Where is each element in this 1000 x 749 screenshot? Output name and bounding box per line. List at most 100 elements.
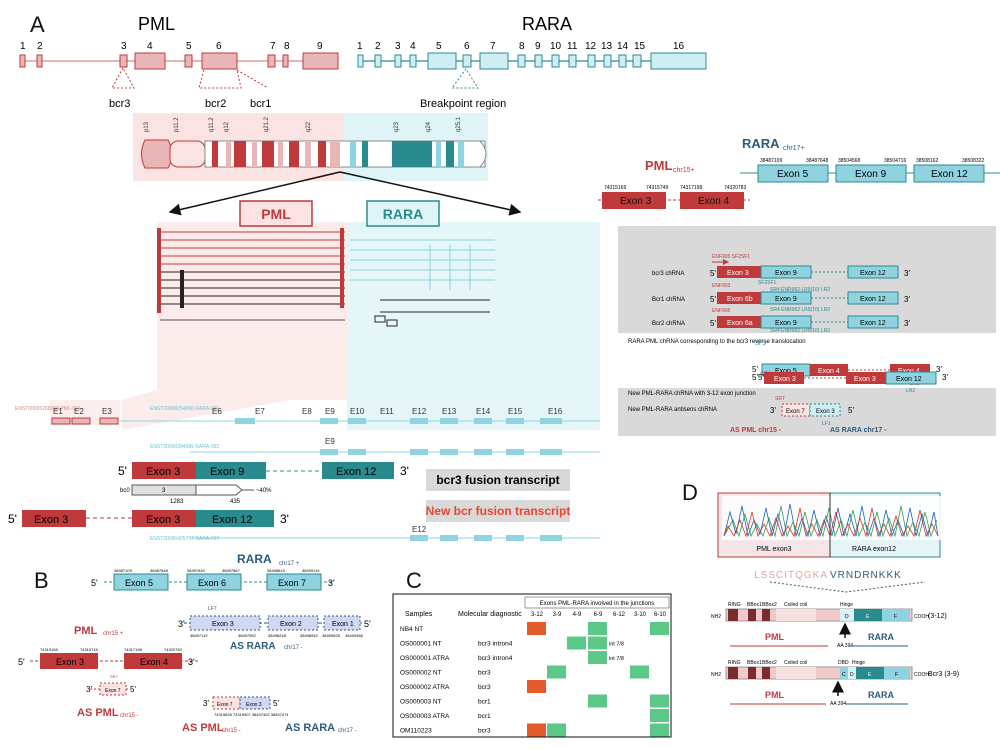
svg-text:Exon 6b: Exon 6b [727, 296, 753, 303]
svg-text:3': 3' [942, 373, 948, 382]
antisense-chrna: New PML-RARA antisens chRNA SR7 3' 5' Ex… [628, 396, 854, 427]
svg-text:BBox2: BBox2 [762, 602, 777, 608]
p1-pml: PML [765, 632, 785, 642]
svg-text:38497867: 38497867 [222, 568, 241, 573]
svg-text:5: 5 [436, 41, 442, 52]
svg-text:5': 5' [752, 365, 758, 374]
svg-text:Exon 12: Exon 12 [931, 169, 968, 180]
svg-text:10: 10 [550, 41, 562, 52]
c-junction-cell [547, 723, 566, 737]
svg-text:Exon 12: Exon 12 [896, 376, 922, 383]
panel-a-letter: A [30, 12, 45, 37]
right-as-pml: AS PML chr15 - [730, 427, 782, 434]
svg-text:Exon 4: Exon 4 [698, 196, 730, 207]
svg-text:F: F [895, 672, 898, 678]
fusion1-exon12: Exon 12 [336, 466, 376, 478]
c-junction-header: 4-9 [573, 612, 582, 618]
bcr3-label: bcr3 [109, 98, 130, 110]
svg-text:E8: E8 [302, 407, 312, 416]
svg-text:RING: RING [728, 602, 741, 608]
b-pml-coords: 74315169 74315749 74317198 74320783 [40, 647, 183, 652]
protein-diagram-1 [725, 608, 913, 622]
c-sample: OS000003 ATRA [400, 713, 450, 720]
d-seq-pml: LSSCITQGKA [754, 570, 828, 581]
c-diagnostic: bcr1 [478, 713, 491, 720]
c-diagnostic: bcr3 [478, 728, 491, 735]
rara-zoom-region [347, 222, 600, 430]
svg-text:Exon 4: Exon 4 [818, 368, 840, 375]
svg-text:38487648: 38487648 [150, 568, 169, 573]
svg-text:435: 435 [230, 499, 241, 505]
svg-text:Exon 12: Exon 12 [860, 270, 886, 277]
c-junction-header: 6-12 [613, 612, 626, 618]
b-rara-five: 5' [91, 578, 98, 588]
svg-text:BBox2: BBox2 [762, 660, 777, 666]
svg-text:5': 5' [710, 295, 716, 304]
c-cell-note: int 7/8 [609, 656, 624, 662]
p2-domain-labels: RING BBox1 BBox2 Coiled coil DBD Hinge C… [728, 660, 898, 678]
svg-text:LF1: LF1 [822, 421, 831, 427]
svg-text:38504716: 38504716 [884, 158, 906, 164]
svg-text:BBox1: BBox1 [747, 602, 762, 608]
pml-gene-structure [19, 52, 339, 70]
svg-text:14: 14 [617, 41, 629, 52]
svg-text:E12: E12 [412, 407, 427, 416]
svg-text:E1: E1 [53, 407, 63, 416]
p2-cooh: COOH [914, 672, 929, 678]
new-label-box [426, 500, 570, 522]
rara-box-label: RARA [383, 206, 423, 222]
svg-text:DBD: DBD [838, 660, 849, 666]
svg-text:38487109: 38487109 [114, 568, 133, 573]
pml-transcript-id: ENST00000268058 PML-001 [15, 406, 81, 412]
rara-gene-title: RARA [522, 14, 572, 34]
pml-gene-title: PML [138, 14, 175, 34]
b-rara-coords: 38487109 38487648 38497640 38497867 3849… [114, 568, 320, 573]
d-seq-rara: VRNDRNKKK [830, 570, 902, 581]
c-sample: OS000003 NT [400, 699, 442, 706]
svg-text:D: D [845, 614, 849, 620]
svg-text:bcr3 chRNA: bcr3 chRNA [652, 271, 684, 277]
right-rara-chr: chr17+ [783, 145, 805, 152]
svg-text:ENF905 SF2SF1: ENF905 SF2SF1 [712, 254, 750, 260]
c-col-samples: Samples [405, 611, 433, 618]
b-fus-five: 5' [273, 699, 279, 708]
svg-text:4: 4 [410, 41, 416, 52]
svg-text:q25.1: q25.1 [456, 116, 462, 132]
pml-box-label: PML [261, 206, 291, 222]
svg-text:74315749: 74315749 [646, 185, 668, 191]
svg-text:Exon 12: Exon 12 [860, 320, 886, 327]
svg-text:38487648: 38487648 [806, 158, 828, 164]
svg-text:E9: E9 [325, 437, 335, 446]
b-fus-e2: Exon 3 [246, 702, 262, 708]
fusion2-exon12: Exon 12 [212, 514, 252, 526]
chrna-rows: bcr3 chRNA 5' 3' Exon 3 Exon 9 Exon 12 E… [652, 254, 910, 334]
b-as-three: 3' [178, 619, 185, 629]
svg-text:q12: q12 [224, 121, 230, 132]
breakpoint-marker-rara [451, 68, 479, 89]
rara-gene-structure [357, 52, 707, 70]
svg-text:74317198: 74317198 [680, 185, 702, 191]
c-junction-cell [527, 723, 546, 737]
svg-text:Exon 1: Exon 1 [332, 621, 354, 628]
svg-text:Coiled coil: Coiled coil [784, 660, 807, 666]
rara-isoforms [350, 239, 495, 327]
svg-text:38508162: 38508162 [916, 158, 938, 164]
svg-text:E12: E12 [412, 525, 427, 534]
svg-text:6: 6 [464, 41, 470, 52]
b-as-fusion [212, 696, 271, 710]
c-diagnostic: bcr3 [478, 670, 491, 677]
b-sr7: SR7 [110, 674, 119, 679]
right-pml-gene [598, 192, 750, 209]
bcr3-fusion-label: bcr3 fusion transcript [436, 473, 559, 487]
c-junction-cell [630, 665, 649, 679]
svg-text:ENST00000394089 RARA-002: ENST00000394089 RARA-002 [150, 444, 219, 450]
svg-text:6: 6 [216, 41, 222, 52]
bcr1-label: bcr1 [250, 98, 271, 110]
bcr3-fusion-transcript [132, 462, 394, 479]
b-pml-name: PML [74, 625, 98, 637]
svg-text:Bcr2 chRNA: Bcr2 chRNA [652, 321, 685, 327]
